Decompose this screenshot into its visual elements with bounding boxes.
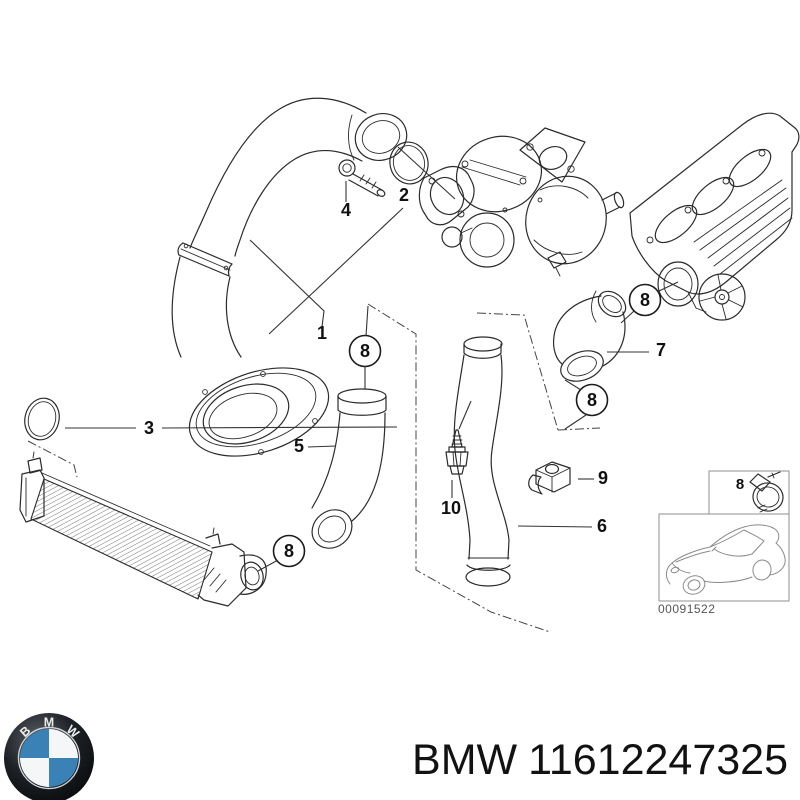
callout-6: 6: [597, 516, 607, 536]
logo-quadrant-top-left: [20, 729, 49, 758]
callout-4: 4: [341, 200, 351, 220]
svg-text:8: 8: [587, 390, 597, 410]
callout-5: 5: [294, 436, 304, 456]
clip-9: [528, 461, 571, 495]
o-ring-2: [389, 141, 456, 200]
logo-quadrant-top-right: [49, 729, 78, 758]
car-box: [658, 513, 790, 602]
clamp-detail-box: [708, 470, 790, 515]
inset-detail: 8 00091522: [658, 470, 790, 616]
callout-7: 7: [656, 340, 666, 360]
svg-text:8: 8: [360, 341, 370, 361]
logo-quadrant-bottom-left: [20, 758, 49, 787]
hose-6: [453, 336, 511, 587]
logo-quadrant-bottom-right: [49, 758, 78, 787]
callout-10: 10: [441, 498, 461, 518]
clamp-callout-8c: 8: [575, 383, 609, 417]
leader-lines: [65, 181, 679, 572]
clamp-callout-8d: 8: [628, 283, 662, 317]
svg-text:8: 8: [284, 541, 294, 561]
turbocharger: [418, 127, 625, 277]
o-ring-3: [24, 397, 60, 441]
bmw-logo: B M W: [4, 713, 94, 800]
intercooler: [19, 451, 267, 607]
bolt-4: [338, 159, 386, 197]
clamp-callout-8b: 8: [272, 534, 306, 568]
charge-air-hose-1: [171, 97, 408, 457]
assembly-frame-lines: [27, 303, 601, 633]
logo-letter-m: M: [44, 716, 54, 730]
inset-clamp-label: 8: [736, 476, 744, 493]
intake-manifold: [629, 112, 800, 321]
car-icon: [665, 524, 786, 595]
hose-clamp-icon: [749, 471, 784, 513]
hose-5: [311, 388, 387, 549]
callout-3: 3: [144, 418, 154, 438]
svg-text:8: 8: [640, 290, 650, 310]
callout-2: 2: [399, 185, 409, 205]
diagram-image-number: 00091522: [658, 602, 715, 616]
elbow-hose-7: [552, 290, 627, 382]
temp-sensor-10: [445, 429, 469, 475]
callout-9: 9: [598, 468, 608, 488]
clamp-callout-8a: 8: [348, 334, 382, 368]
callout-1: 1: [317, 323, 327, 343]
callout-labels: 1 2 3 4 5 6 7 9 10 8 8 8 8: [144, 185, 666, 568]
